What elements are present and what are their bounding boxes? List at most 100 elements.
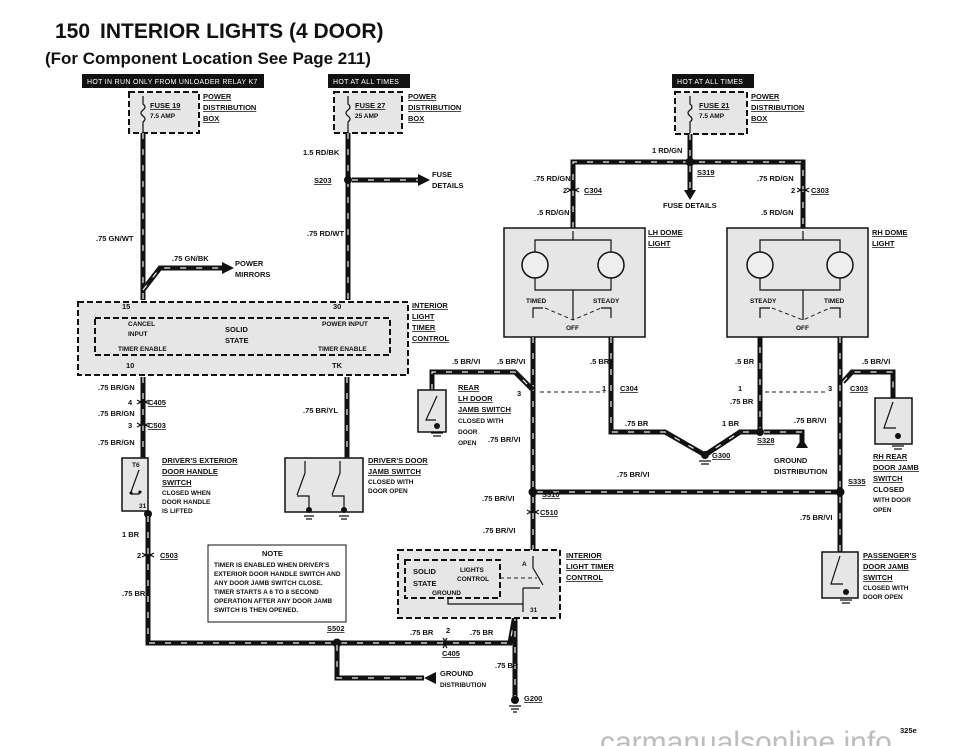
ground-icon	[304, 515, 349, 520]
switch-label: JAMB SWITCH	[458, 405, 511, 414]
ground-label: G300	[712, 451, 730, 460]
wire-label: .75 BR/YL	[303, 406, 338, 415]
wire-label: .75 BR/GN	[98, 409, 135, 418]
note-line: SWITCH IS THEN OPENED.	[214, 607, 298, 614]
fuse-details-label: FUSE	[432, 170, 452, 179]
wire-label: .75 BR/VI	[483, 526, 516, 535]
note-line: EXTERIOR DOOR HANDLE SWITCH AND	[214, 571, 341, 578]
switch-label: CLOSED WHEN	[162, 490, 211, 497]
connector-label: C405	[148, 398, 166, 407]
drivers-exterior-door-handle-switch: T6 31 DRIVER'S EXTERIOR DOOR HANDLE SWIT…	[121, 456, 238, 515]
hot-label-bg	[82, 74, 264, 88]
wire-label: .5 BR/VI	[497, 357, 525, 366]
connector-label: C503	[148, 421, 166, 430]
switch-label: DOOR OPEN	[863, 594, 903, 601]
diagram-line	[796, 187, 810, 193]
pdb-label: BOX	[751, 114, 767, 123]
ground-distribution-label: DISTRIBUTION	[774, 467, 827, 476]
lh-dome-label: LH DOME	[648, 228, 683, 237]
pin-label: 2	[137, 551, 141, 560]
switch-label: OPEN	[873, 507, 892, 514]
off-label: OFF	[566, 325, 579, 332]
lights-control-label: LIGHTS	[460, 567, 484, 574]
pin-label: T6	[132, 462, 140, 469]
connector-label: C510	[540, 508, 558, 517]
ground-distribution-label: GROUND	[774, 456, 808, 465]
pin-label: 31	[139, 503, 147, 510]
wire-label: .75 BR/VI	[617, 470, 650, 479]
note-line: TIMER STARTS A 6 TO 8 SECOND	[214, 589, 319, 596]
diagram-line	[141, 552, 155, 558]
connector-label: C405	[442, 649, 460, 658]
solid-state-label: SOLID	[413, 567, 437, 576]
splice-label: S328	[757, 436, 775, 445]
wire-label: .75 BR/GN	[98, 438, 135, 447]
timer-label: CONTROL	[412, 334, 449, 343]
junction-dot	[685, 157, 695, 167]
wire-stripe	[142, 267, 222, 291]
diagram-line	[345, 96, 351, 133]
switch-label: CLOSED WITH	[368, 479, 414, 486]
pdb-label: DISTRIBUTION	[203, 103, 256, 112]
timer-enable-label: TIMER ENABLE	[118, 346, 167, 353]
junction-dot	[129, 491, 133, 495]
switch-label: DOOR JAMB	[873, 463, 919, 472]
page-number: 150	[55, 20, 90, 43]
rh-dome-label: LIGHT	[872, 239, 895, 248]
switch-label: DRIVER'S EXTERIOR	[162, 456, 238, 465]
wire-label: .5 BR	[735, 357, 755, 366]
diagram-line	[840, 599, 852, 604]
pin-label: 3	[828, 384, 832, 393]
lh-dome-label: LIGHT	[648, 239, 671, 248]
pin-label: 10	[126, 361, 134, 370]
watermark: carmanualsonline.info	[600, 726, 892, 746]
figure-id: 325e	[900, 726, 917, 735]
interior-light-timer-control-1: 15 30 CANCEL INPUT SOLID STATE POWER INP…	[77, 301, 449, 376]
wire-stripe	[147, 516, 516, 644]
junction-dot	[528, 487, 538, 497]
diagram-line	[759, 307, 841, 318]
diagram-line	[207, 544, 347, 623]
connector-label: C304	[620, 384, 639, 393]
pin-label: 15	[122, 302, 130, 311]
wire-label: .75 RD/WT	[307, 229, 345, 238]
connector-label: C303	[811, 186, 829, 195]
junction-dot	[511, 696, 519, 704]
bulb-icon	[521, 251, 549, 279]
diagram-line	[874, 397, 913, 445]
note-line: OPERATION AFTER ANY DOOR JAMB	[214, 598, 332, 605]
diagram-line	[136, 399, 150, 405]
pin-label: A	[522, 561, 527, 568]
switch-label: DOOR HANDLE	[162, 467, 218, 476]
fuse-details-label: DETAILS	[432, 181, 464, 190]
splice-label: S310	[542, 490, 560, 499]
splice-label: S335	[848, 477, 866, 486]
pin-label: 1	[602, 384, 606, 393]
diagram-line	[566, 187, 580, 193]
wire-label: 1.5 RD/BK	[303, 148, 340, 157]
switch-label: DOOR	[458, 429, 478, 436]
diagram-line	[431, 432, 443, 437]
wire-label: .75 RD/GN	[534, 174, 571, 183]
wire-label: .75 BR	[122, 589, 146, 598]
steady-label: STEADY	[750, 298, 777, 305]
diagram-line	[94, 317, 391, 356]
switch-label: DRIVER'S DOOR	[368, 456, 428, 465]
diagram-line	[771, 307, 831, 321]
timer-label: CONTROL	[566, 573, 603, 582]
diagram-line	[425, 395, 438, 421]
ground-distribution-label: DISTRIBUTION	[440, 682, 487, 689]
timer-label: INTERIOR	[412, 301, 448, 310]
pdb-label: BOX	[408, 114, 424, 123]
switch-label: RH REAR	[873, 452, 908, 461]
wire-label: 1 BR	[122, 530, 140, 539]
rh-dome-light: STEADY TIMED OFF RH DOME LIGHT	[726, 227, 907, 338]
diagram-line	[140, 96, 146, 133]
hot-label-bg	[672, 74, 754, 88]
timer-label: INTERIOR	[566, 551, 602, 560]
junction-dot	[835, 487, 845, 497]
switch-label: CLOSED	[873, 485, 905, 494]
cancel-input-label: INPUT	[128, 331, 148, 338]
pin-label: 31	[530, 607, 538, 614]
